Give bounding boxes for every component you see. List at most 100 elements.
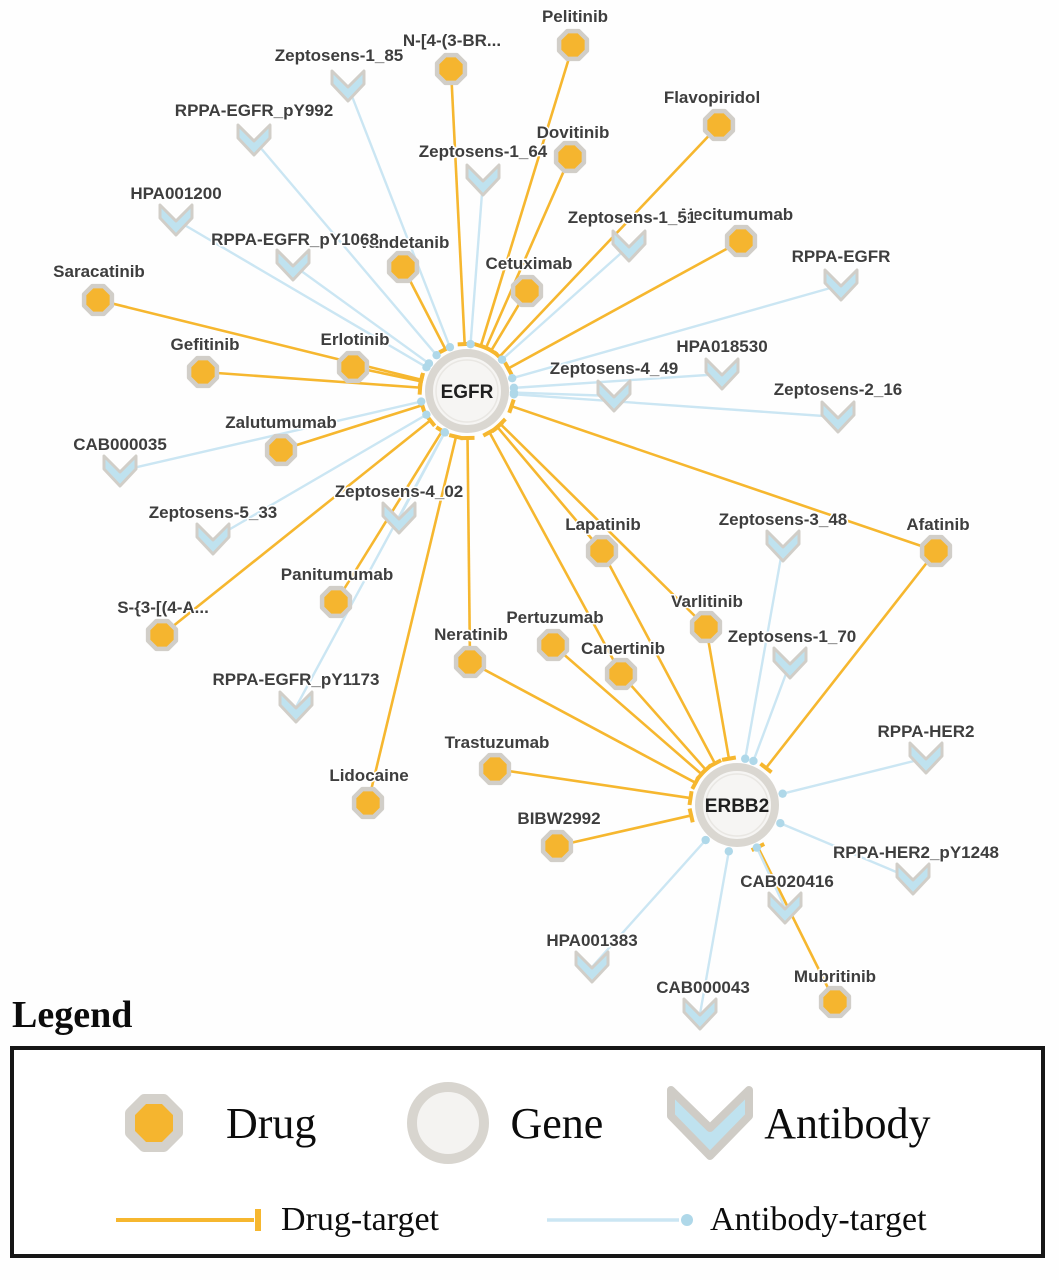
drug-node-s3-4a[interactable]: [145, 618, 179, 652]
antibody-target-dot: [752, 843, 762, 852]
node-label: Gefitinib: [171, 335, 240, 354]
node-label: Varlitinib: [671, 592, 743, 611]
antibody-target-dot: [724, 847, 734, 856]
gene-node-egfr[interactable]: [425, 349, 509, 433]
antibody-chevron: [158, 203, 194, 237]
gene-legend-icon: [407, 1082, 490, 1164]
node-label: N-[4-(3-BR...: [403, 31, 501, 50]
node-label: Zeptosens-1_70: [728, 627, 857, 646]
antibody-target-dot: [776, 819, 785, 828]
node-label: HPA001200: [130, 184, 221, 203]
antibody-target-dot: [741, 754, 750, 763]
antibody-node-zeptosens-4_49[interactable]: [596, 379, 632, 413]
drug-node-afatinib[interactable]: [919, 534, 953, 568]
drug-node-n4-3br[interactable]: [434, 52, 468, 86]
drug-node-canertinib[interactable]: [604, 657, 638, 691]
antibody-chevron: [574, 950, 610, 984]
antibody-node-zeptosens-1_64[interactable]: [465, 163, 501, 197]
drug-octagon: [556, 28, 590, 62]
drug-target-edge: [704, 626, 731, 759]
antibody-target-edge: [119, 400, 422, 473]
antibody-node-zeptosens-1_51[interactable]: [611, 229, 647, 263]
drug-node-flavopiridol[interactable]: [702, 108, 736, 142]
antibody-chevron: [772, 646, 808, 680]
drug-node-necitumumab[interactable]: [724, 224, 758, 258]
node-label: Zeptosens-1_51: [568, 208, 697, 227]
antibody-chevron: [823, 268, 859, 302]
antibody-node-zeptosens-2_16[interactable]: [820, 400, 856, 434]
drug-node-bibw2992[interactable]: [540, 829, 574, 863]
drug-target-edge: [556, 814, 692, 848]
antibody-node-rppa-her2[interactable]: [908, 741, 944, 775]
drug-octagon: [702, 108, 736, 142]
gene-node-erbb2[interactable]: [695, 763, 779, 847]
antibody-target-edge: [755, 847, 787, 909]
antibody-node-hpa018530[interactable]: [704, 357, 740, 391]
drug-node-gefitinib[interactable]: [186, 355, 220, 389]
drug-node-panitumumab[interactable]: [319, 585, 353, 619]
drug-legend-icon: [125, 1094, 183, 1152]
antibody-node-zeptosens-5_33[interactable]: [195, 522, 231, 556]
drug-node-mubritinib[interactable]: [818, 985, 852, 1019]
drug-node-zalutumumab[interactable]: [264, 433, 298, 467]
antibody-node-cab000043[interactable]: [682, 997, 718, 1031]
drug-node-saracatinib[interactable]: [81, 283, 115, 317]
drug-target-edge: [366, 436, 458, 804]
antibody-node-rppa-egfr_py1068[interactable]: [275, 248, 311, 282]
node-label: Dovitinib: [537, 123, 610, 142]
antibody-node-cab000035[interactable]: [102, 454, 138, 488]
drug-octagon: [145, 618, 179, 652]
legend-title: Legend: [12, 994, 133, 1036]
antibody-node-rppa-her2_py1248[interactable]: [895, 862, 931, 896]
drug-octagon: [724, 224, 758, 258]
antibody-target-dot: [432, 350, 441, 360]
drug-target-edge: [466, 437, 472, 663]
drug-node-varlitinib[interactable]: [689, 610, 723, 644]
antibody-chevron: [330, 69, 366, 103]
drug-node-lapatinib[interactable]: [585, 534, 619, 568]
drug-node-lidocaine[interactable]: [351, 786, 385, 820]
node-layer: [81, 28, 953, 1031]
node-label: RPPA-HER2: [878, 722, 975, 741]
node-label: Afatinib: [906, 515, 969, 534]
drug-target-inhibition-bar: [759, 762, 773, 774]
antibody-chevron: [820, 400, 856, 434]
drug-octagon: [689, 610, 723, 644]
drug-node-dovitinib[interactable]: [553, 140, 587, 174]
drug-octagon: [351, 786, 385, 820]
drug-target-inhibition-bar: [484, 345, 499, 357]
drug-octagon: [553, 140, 587, 174]
antibody-chevron: [275, 248, 311, 282]
drug-target-edge: [496, 426, 603, 552]
antibody-target-edge: [511, 283, 842, 380]
drug-node-vandetanib[interactable]: [386, 250, 420, 284]
antibody-legend-label: Antibody: [764, 1098, 931, 1148]
antibody-node-zeptosens-3_48[interactable]: [765, 529, 801, 563]
antibody-legend-icon: [667, 1086, 754, 1160]
antibody-node-rppa-egfr[interactable]: [823, 268, 859, 302]
antibody-target-dot: [497, 355, 507, 364]
antibody-node-hpa001383[interactable]: [574, 950, 610, 984]
node-label: RPPA-EGFR_pY1173: [213, 670, 380, 689]
antibody-node-hpa001200[interactable]: [158, 203, 194, 237]
drug-node-neratinib[interactable]: [453, 645, 487, 679]
antibody-chevron: [611, 229, 647, 263]
drug-node-cetuximab[interactable]: [510, 274, 544, 308]
antibody-node-rppa-egfr_py992[interactable]: [236, 123, 272, 157]
antibody-node-rppa-egfr_py1173[interactable]: [278, 690, 314, 724]
antibody-chevron: [465, 163, 501, 197]
legend-edges-row: Drug-target Antibody-target: [14, 1192, 1041, 1248]
drug-node-pertuzumab[interactable]: [536, 628, 570, 662]
antibody-node-zeptosens-4_02[interactable]: [381, 501, 417, 535]
antibody-node-zeptosens-1_85[interactable]: [330, 69, 366, 103]
node-label: Zeptosens-1_64: [419, 142, 548, 161]
drug-target-inhibition-bar: [721, 755, 737, 762]
antibody-node-zeptosens-1_70[interactable]: [772, 646, 808, 680]
drug-node-erlotinib[interactable]: [336, 350, 370, 384]
antibody-node-cab020416[interactable]: [767, 891, 803, 925]
node-label: Zeptosens-1_85: [275, 46, 404, 65]
drug-node-trastuzumab[interactable]: [478, 752, 512, 786]
antibody-chevron: [596, 379, 632, 413]
drug-node-pelitinib[interactable]: [556, 28, 590, 62]
